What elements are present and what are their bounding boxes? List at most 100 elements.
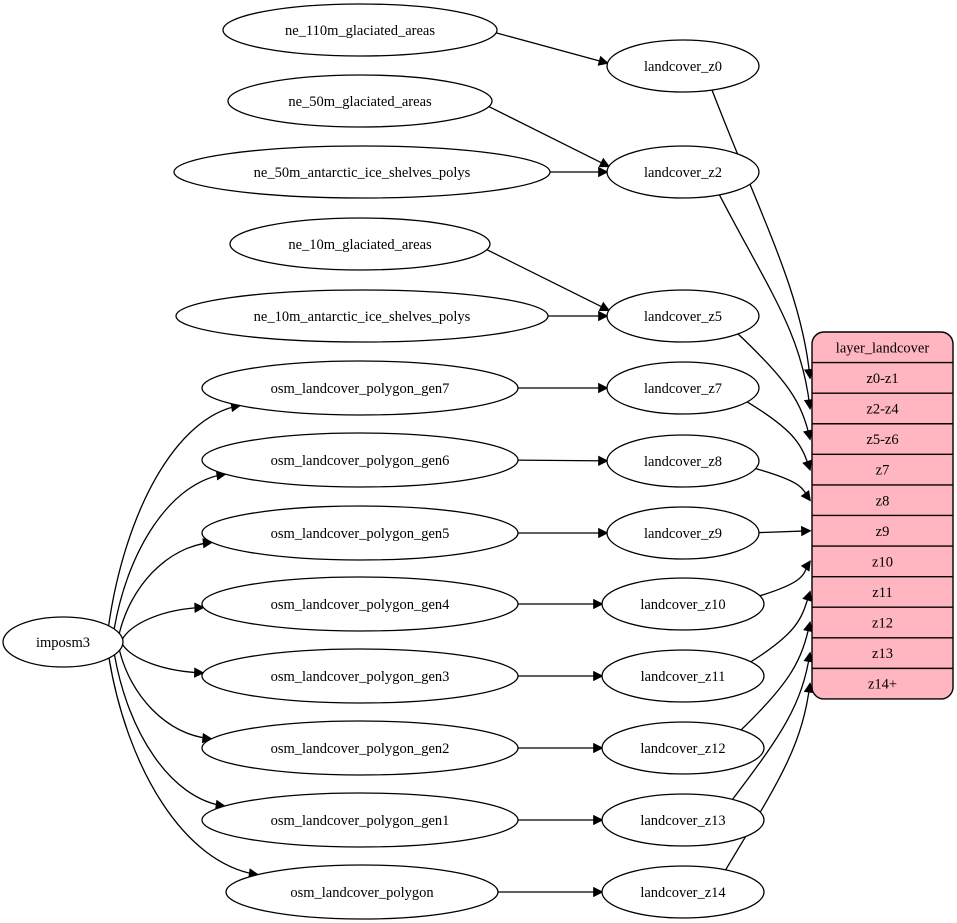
edge-landcover_z2-to-z2-z4 bbox=[718, 194, 815, 410]
nodes-layer: imposm3 ne_110m_glaciated_areas ne_50m_gla… bbox=[2, 3, 765, 920]
node-ellipse-ne_50m_glaciated_areas bbox=[227, 74, 493, 128]
record-row-label: z12 bbox=[872, 616, 893, 632]
node-label-ne_110m_glaciated_areas: ne_110m_glaciated_areas bbox=[285, 23, 435, 39]
node-ellipse-imposm3 bbox=[2, 616, 124, 668]
record-layer_landcover: layer_landcover z0-z1 z2-z4 z5-z6 z7 z8 z9 z10 z… bbox=[811, 331, 954, 700]
node-landcover_z9: landcover_z9 bbox=[606, 506, 760, 560]
edge-landcover_z14-to-z14+ bbox=[725, 682, 815, 871]
node-ellipse-osm_landcover_polygon_gen2 bbox=[201, 720, 519, 776]
node-ellipse-landcover_z7 bbox=[606, 361, 760, 415]
edge-ne_50m_glaciated_areas-to-landcover_z2 bbox=[488, 106, 611, 168]
edge-imposm3-to-osm_landcover_polygon_gen1 bbox=[113, 654, 227, 811]
node-label-landcover_z11: landcover_z11 bbox=[641, 669, 726, 685]
edge-imposm3-to-osm_landcover_polygon_gen4 bbox=[121, 602, 205, 640]
node-ellipse-landcover_z2 bbox=[606, 145, 760, 199]
record-row-z11: z11 bbox=[812, 575, 953, 601]
record-row-z0-z1: z0-z1 bbox=[812, 361, 953, 387]
edge-landcover_z11-to-z11 bbox=[750, 590, 813, 663]
record-row-z5-z6: z5-z6 bbox=[812, 423, 953, 448]
node-ellipse-landcover_z13 bbox=[601, 793, 765, 847]
record-row-label: z13 bbox=[872, 646, 893, 662]
node-ellipse-landcover_z14 bbox=[601, 865, 765, 919]
node-osm_landcover_polygon_gen7: osm_landcover_polygon_gen7 bbox=[201, 360, 519, 416]
record-row-label: z10 bbox=[872, 554, 893, 570]
record-row-label: z2-z4 bbox=[866, 402, 899, 418]
node-ellipse-ne_50m_antarctic_ice_shelves_polys bbox=[173, 145, 551, 199]
record-row-z9: z9 bbox=[812, 514, 953, 540]
node-label-osm_landcover_polygon: osm_landcover_polygon bbox=[290, 885, 434, 901]
record-row-z8: z8 bbox=[812, 484, 953, 509]
table-layer: layer_landcover z0-z1 z2-z4 z5-z6 z7 z8 z9 z10 z… bbox=[811, 331, 954, 700]
node-label-landcover_z2: landcover_z2 bbox=[644, 165, 722, 181]
node-ellipse-ne_10m_glaciated_areas bbox=[229, 217, 491, 271]
node-ellipse-landcover_z8 bbox=[606, 434, 760, 488]
record-row-label: z11 bbox=[872, 585, 892, 601]
node-ellipse-landcover_z11 bbox=[601, 649, 765, 703]
edge-landcover_z0-to-z0-z1 bbox=[711, 89, 815, 380]
node-ellipse-osm_landcover_polygon_gen3 bbox=[201, 648, 519, 704]
node-label-ne_10m_antarctic_ice_shelves_polys: ne_10m_antarctic_ice_shelves_polys bbox=[254, 309, 471, 325]
node-label-osm_landcover_polygon_gen1: osm_landcover_polygon_gen1 bbox=[271, 813, 450, 829]
node-ne_50m_antarctic_ice_shelves_polys: ne_50m_antarctic_ice_shelves_polys bbox=[173, 145, 551, 199]
node-ellipse-landcover_z9 bbox=[606, 506, 760, 560]
edge-landcover_z13-to-z13 bbox=[731, 651, 814, 800]
node-ellipse-landcover_z0 bbox=[606, 39, 760, 93]
node-landcover_z0: landcover_z0 bbox=[606, 39, 760, 93]
record-row-z7: z7 bbox=[812, 453, 953, 479]
node-label-osm_landcover_polygon_gen2: osm_landcover_polygon_gen2 bbox=[271, 741, 450, 757]
edge-landcover_z12-to-z12 bbox=[740, 620, 814, 731]
node-label-landcover_z7: landcover_z7 bbox=[644, 381, 722, 397]
node-ne_50m_glaciated_areas: ne_50m_glaciated_areas bbox=[227, 74, 493, 128]
node-label-landcover_z8: landcover_z8 bbox=[644, 454, 722, 470]
node-label-osm_landcover_polygon_gen4: osm_landcover_polygon_gen4 bbox=[271, 597, 451, 613]
record-row-z13: z13 bbox=[812, 637, 953, 662]
node-osm_landcover_polygon_gen2: osm_landcover_polygon_gen2 bbox=[201, 720, 519, 776]
edge-ne_110m_glaciated_areas-to-landcover_z0 bbox=[496, 32, 610, 66]
node-label-landcover_z10: landcover_z10 bbox=[640, 597, 725, 613]
node-landcover_z12: landcover_z12 bbox=[601, 721, 765, 775]
record-title: layer_landcover bbox=[836, 340, 930, 356]
record-row-z2-z4: z2-z4 bbox=[812, 392, 953, 418]
node-ellipse-osm_landcover_polygon_gen6 bbox=[201, 432, 519, 488]
node-osm_landcover_polygon_gen4: osm_landcover_polygon_gen4 bbox=[201, 576, 519, 632]
node-label-landcover_z5: landcover_z5 bbox=[644, 309, 722, 325]
record-row-label: z7 bbox=[876, 463, 890, 479]
edge-imposm3-to-osm_landcover_polygon_gen7 bbox=[107, 401, 242, 626]
node-label-landcover_z0: landcover_z0 bbox=[644, 59, 722, 75]
edge-landcover_z10-to-z10 bbox=[759, 560, 811, 597]
node-imposm3: imposm3 bbox=[2, 616, 124, 668]
node-landcover_z5: landcover_z5 bbox=[606, 289, 760, 343]
node-landcover_z14: landcover_z14 bbox=[601, 865, 765, 919]
edge-osm_landcover_polygon_gen6-to-landcover_z8 bbox=[517, 455, 609, 467]
edge-imposm3-to-osm_landcover_polygon_gen2 bbox=[118, 650, 213, 744]
node-landcover_z11: landcover_z11 bbox=[601, 649, 765, 703]
node-label-landcover_z13: landcover_z13 bbox=[640, 813, 725, 829]
node-ellipse-landcover_z5 bbox=[606, 289, 760, 343]
node-osm_landcover_polygon_gen5: osm_landcover_polygon_gen5 bbox=[201, 505, 519, 561]
node-ellipse-landcover_z10 bbox=[601, 577, 765, 631]
node-osm_landcover_polygon_gen3: osm_landcover_polygon_gen3 bbox=[201, 648, 519, 704]
node-label-imposm3: imposm3 bbox=[36, 635, 90, 651]
edge-landcover_z8-to-z8 bbox=[755, 467, 811, 502]
node-label-ne_10m_glaciated_areas: ne_10m_glaciated_areas bbox=[288, 237, 432, 253]
node-ne_10m_antarctic_ice_shelves_polys: ne_10m_antarctic_ice_shelves_polys bbox=[175, 289, 549, 343]
node-ne_110m_glaciated_areas: ne_110m_glaciated_areas bbox=[222, 3, 498, 57]
node-landcover_z13: landcover_z13 bbox=[601, 793, 765, 847]
edge-imposm3-to-osm_landcover_polygon_gen3 bbox=[122, 644, 205, 678]
record-row-label: z14+ bbox=[868, 677, 897, 693]
node-label-osm_landcover_polygon_gen7: osm_landcover_polygon_gen7 bbox=[271, 381, 450, 397]
node-ellipse-osm_landcover_polygon_gen7 bbox=[201, 360, 519, 416]
node-landcover_z8: landcover_z8 bbox=[606, 434, 760, 488]
node-label-osm_landcover_polygon_gen5: osm_landcover_polygon_gen5 bbox=[271, 526, 450, 542]
node-ellipse-osm_landcover_polygon_gen1 bbox=[201, 792, 519, 848]
record-row-z14+: z14+ bbox=[812, 667, 953, 693]
node-ellipse-landcover_z12 bbox=[601, 721, 765, 775]
node-landcover_z2: landcover_z2 bbox=[606, 145, 760, 199]
node-ellipse-osm_landcover_polygon_gen4 bbox=[201, 576, 519, 632]
edge-imposm3-to-osm_landcover_polygon bbox=[108, 657, 260, 879]
edge-landcover_z9-to-z9 bbox=[758, 525, 812, 537]
node-label-osm_landcover_polygon_gen3: osm_landcover_polygon_gen3 bbox=[271, 669, 450, 685]
node-label-ne_50m_glaciated_areas: ne_50m_glaciated_areas bbox=[288, 94, 432, 110]
record-row-label: z0-z1 bbox=[866, 371, 898, 387]
